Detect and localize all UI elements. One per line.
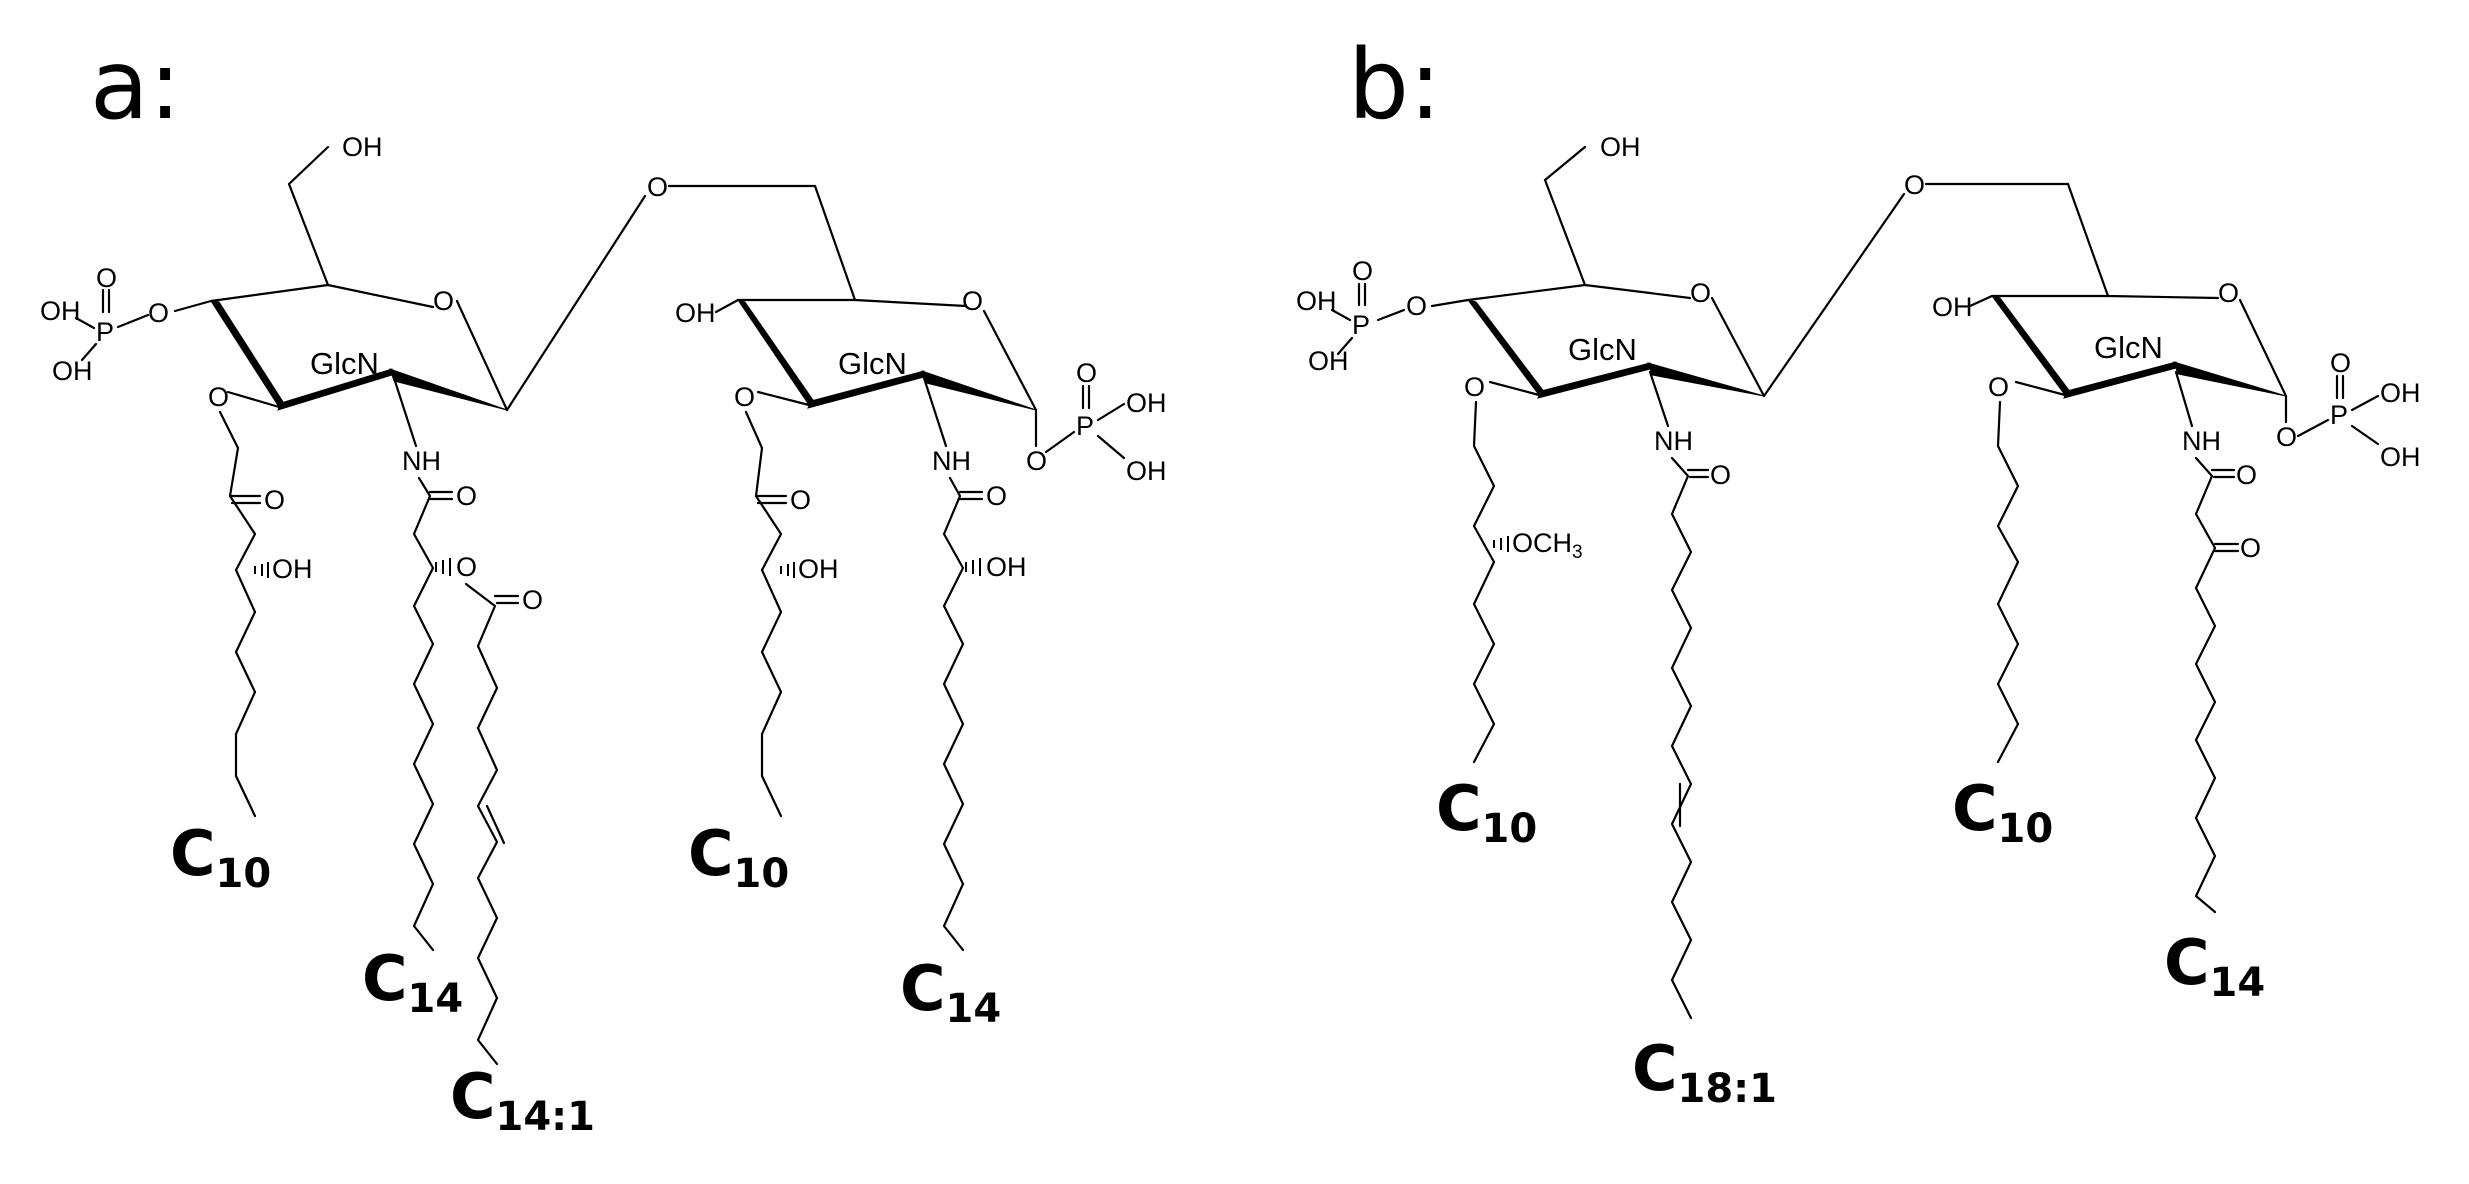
panel-a-phosphorus: P: [96, 317, 114, 347]
panel-a-phosphate-hydroxyl-2-right: OH: [1126, 456, 1167, 486]
panel-a-bridge-oxygen: O: [647, 172, 668, 202]
panel-a-ester-oxygen-3: O: [208, 382, 229, 412]
panel-b-phosphorus: P: [1352, 310, 1370, 340]
panel-b-sugar-label-left: GlcN: [1568, 332, 1637, 367]
panel-b-chain-c18-1: C18:1: [1632, 1032, 1777, 1112]
panel-b-ch2oh-label: OH: [1600, 132, 1641, 162]
panel-b-amide-carbonyl-right: O: [2236, 460, 2257, 490]
panel-a-amide-carbonyl-right: O: [986, 481, 1007, 511]
panel-b-phosphate-hydroxyl-1: OH: [1296, 286, 1337, 316]
panel-b-ether-oxygen-3-right: O: [1988, 372, 2009, 402]
panel-b-label: b:: [1348, 29, 1441, 141]
panel-b-hydroxyl-4-right: OH: [1932, 292, 1973, 322]
panel-a-phosphate-hydroxyl-2: OH: [52, 356, 93, 386]
panel-b-keto-oxygen-right: O: [2240, 533, 2261, 563]
panel-a-ring-oxygen-right: O: [962, 286, 983, 316]
panel-b-right-glucosamine: O GlcN OH O P O OH OH O C10 NH: [1932, 278, 2421, 1006]
panel-b-phosphorus-right: P: [2330, 400, 2348, 430]
panel-b: b: OH O GlcN O P O OH OH: [1296, 29, 2421, 1112]
panel-b-ether-oxygen-3: O: [1464, 372, 1485, 402]
panel-a-amide-carbonyl: O: [456, 481, 477, 511]
panel-b-phosphate-hydroxyl-1-right: OH: [2380, 378, 2421, 408]
panel-a-acyloxy-carbonyl: O: [522, 585, 543, 615]
panel-b-amide-nh: NH: [1654, 426, 1693, 456]
panel-b-chain-c14-right: C14: [2164, 926, 2265, 1006]
panel-a-chain-c14-amide: C14: [362, 942, 463, 1022]
panel-b-anomeric-oxygen: O: [2276, 422, 2297, 452]
panel-b-chain-c10-left: C10: [1436, 772, 1537, 852]
panel-b-phosphate-oxo-right: O: [2330, 348, 2351, 378]
panel-b-bridge-oxygen: O: [1904, 170, 1925, 200]
panel-a-amide-nh-right: NH: [932, 446, 971, 476]
panel-a-chain-c14-right: C14: [900, 952, 1001, 1032]
panel-a-anomeric-oxygen: O: [1026, 446, 1047, 476]
panel-b-phosphate-hydroxyl-2: OH: [1308, 346, 1349, 376]
panel-b-phosphate-link-oxygen: O: [1406, 291, 1427, 321]
panel-b-phosphate-hydroxyl-2-right: OH: [2380, 442, 2421, 472]
panel-b-sugar-label-right: GlcN: [2094, 330, 2163, 365]
panel-b-amide-carbonyl: O: [1710, 460, 1731, 490]
panel-b-left-glucosamine: OH O GlcN O P O OH OH O OCH3 C10: [1296, 132, 1777, 1112]
panel-a-label: a:: [90, 29, 181, 141]
panel-a-ring-oxygen: O: [433, 286, 454, 316]
panel-a-ester-carbonyl-3-right: O: [790, 485, 811, 515]
panel-b-methoxy: OCH3: [1512, 528, 1583, 563]
panel-b-ring-oxygen: O: [1690, 278, 1711, 308]
panel-a-ch2oh-label: OH: [342, 132, 383, 162]
panel-a: a: OH O GlcN O P O OH OH: [40, 29, 1167, 1140]
panel-a-hydroxyl-4-right: OH: [675, 298, 716, 328]
panel-a-phosphate-link-oxygen: O: [148, 298, 169, 328]
panel-a-sugar-label-left: GlcN: [310, 346, 379, 381]
panel-a-phosphate-hydroxyl-1: OH: [40, 296, 81, 326]
panel-a-chain-c10-left: C10: [170, 817, 271, 897]
panel-a-phosphorus-right: P: [1076, 411, 1094, 441]
panel-a-hydroxy-3: OH: [272, 554, 313, 584]
panel-a-hydroxy-2-right: OH: [986, 552, 1027, 582]
panel-b-ring-oxygen-right: O: [2218, 278, 2239, 308]
panel-a-right-glucosamine: O GlcN OH O P O OH OH O O: [675, 286, 1167, 1032]
panel-a-phosphate-hydroxyl-1-right: OH: [1126, 388, 1167, 418]
panel-b-phosphate-oxo: O: [1352, 256, 1373, 286]
panel-a-acyloxy-oxygen: O: [456, 552, 477, 582]
panel-a-chain-c10-right: C10: [688, 817, 789, 897]
panel-b-amide-nh-right: NH: [2182, 426, 2221, 456]
panel-a-phosphate-oxo-right: O: [1076, 358, 1097, 388]
panel-a-ester-carbonyl-3: O: [264, 485, 285, 515]
panel-a-ester-oxygen-3-right: O: [734, 382, 755, 412]
panel-a-amide-nh: NH: [402, 446, 441, 476]
panel-a-left-glucosamine: OH O GlcN O P O OH OH O O OH: [40, 132, 595, 1140]
panel-a-chain-c14-1: C14:1: [450, 1060, 595, 1140]
panel-a-phosphate-oxo: O: [96, 263, 117, 293]
panel-a-sugar-label-right: GlcN: [838, 346, 907, 381]
panel-a-hydroxy-3-right: OH: [798, 554, 839, 584]
panel-b-chain-c10-right: C10: [1952, 772, 2053, 852]
